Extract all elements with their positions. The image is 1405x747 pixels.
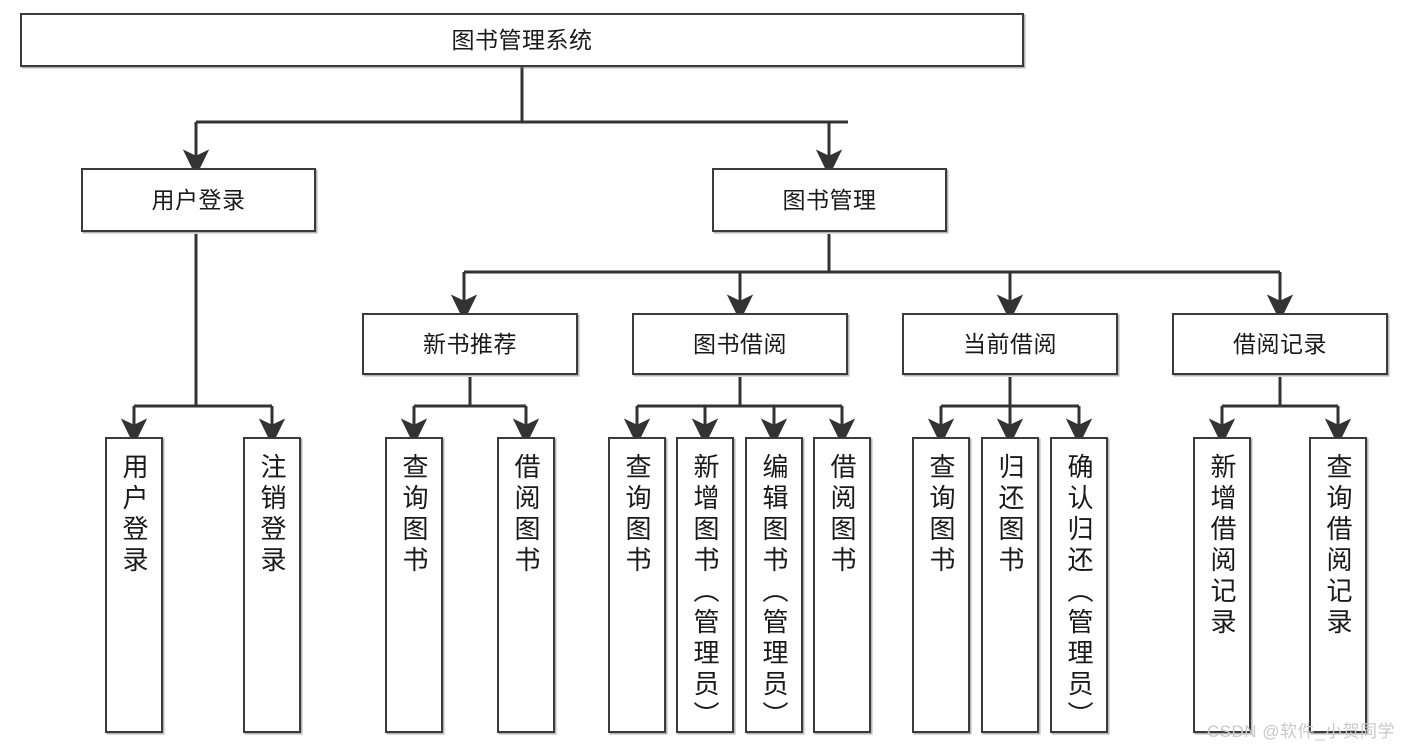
node-root-book-management-system[interactable]: 图书管理系统 <box>20 13 1024 67</box>
csdn-watermark: CSDN @软件_小贺同学 <box>1206 722 1395 741</box>
node-label: 图书管理系统 <box>451 26 593 53</box>
node-label: 用户登录 <box>151 186 246 213</box>
node-new-book-recommendation[interactable]: 新书推荐 <box>362 313 578 375</box>
node-leaf-br-query-record[interactable]: 查询借阅记录 <box>1309 437 1367 733</box>
node-label: 图书借阅 <box>693 330 787 357</box>
node-label: 借阅记录 <box>1233 330 1327 357</box>
node-book-borrow[interactable]: 图书借阅 <box>632 313 848 375</box>
node-borrow-record[interactable]: 借阅记录 <box>1172 313 1388 375</box>
node-label: 借阅图书 <box>827 453 857 577</box>
node-label: 借阅图书 <box>511 453 541 577</box>
node-user-login[interactable]: 用户登录 <box>81 168 316 232</box>
node-leaf-user-login[interactable]: 用户登录 <box>105 437 163 733</box>
node-label: 查询图书 <box>399 453 429 577</box>
node-leaf-cb-return-books[interactable]: 归还图书 <box>981 437 1039 733</box>
node-leaf-logout[interactable]: 注销登录 <box>243 437 301 733</box>
node-label: 查询借阅记录 <box>1323 453 1353 639</box>
node-label: 注销登录 <box>257 453 287 577</box>
node-label: 归还图书 <box>995 453 1025 577</box>
node-leaf-bb-query-books[interactable]: 查询图书 <box>608 437 666 733</box>
node-label: 图书管理 <box>782 186 877 213</box>
node-label: 用户登录 <box>119 453 149 577</box>
node-label: 当前借阅 <box>963 330 1057 357</box>
node-label: 新书推荐 <box>423 330 517 357</box>
node-label: 新增借阅记录 <box>1207 453 1237 639</box>
node-leaf-bb-borrow-books[interactable]: 借阅图书 <box>813 437 871 733</box>
node-book-management[interactable]: 图书管理 <box>712 168 947 232</box>
node-leaf-br-add-record[interactable]: 新增借阅记录 <box>1193 437 1251 733</box>
node-label: 查询图书 <box>926 453 956 577</box>
node-leaf-bb-add-book-admin[interactable]: 新增图书（管理员） <box>676 437 734 733</box>
node-leaf-cb-confirm-return-admin[interactable]: 确认归还（管理员） <box>1050 437 1108 733</box>
node-label: 新增图书（管理员） <box>690 453 720 732</box>
node-current-borrow[interactable]: 当前借阅 <box>902 313 1118 375</box>
node-leaf-bb-edit-book-admin[interactable]: 编辑图书（管理员） <box>745 437 803 733</box>
node-leaf-cb-query-books[interactable]: 查询图书 <box>912 437 970 733</box>
node-leaf-nbr-borrow-books[interactable]: 借阅图书 <box>497 437 555 733</box>
node-label: 编辑图书（管理员） <box>759 453 789 732</box>
node-label: 查询图书 <box>622 453 652 577</box>
node-leaf-nbr-query-books[interactable]: 查询图书 <box>385 437 443 733</box>
node-label: 确认归还（管理员） <box>1064 453 1094 732</box>
